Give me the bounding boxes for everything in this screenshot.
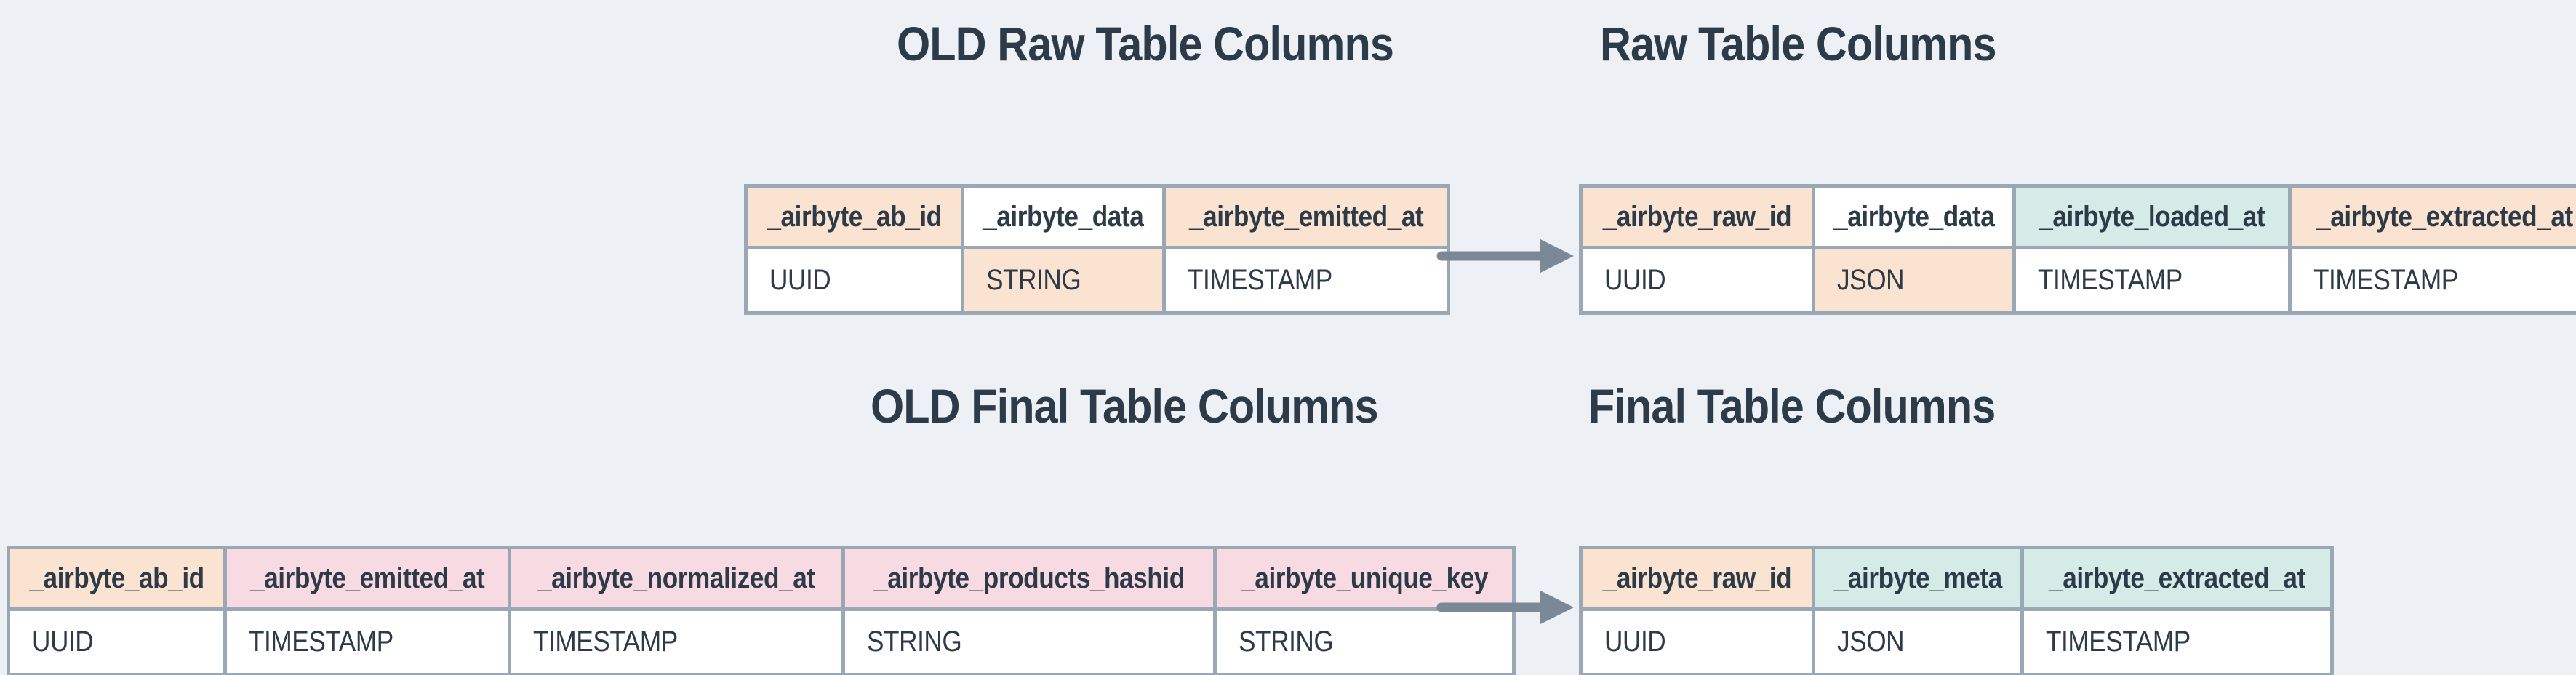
column-header: _airbyte_meta [1811,546,2025,611]
column-header: _airbyte_data [1811,184,2017,249]
column-header: _airbyte_ab_id [6,546,228,611]
column-type-label: STRING [867,626,962,658]
table-type-row: UUID TIMESTAMP TIMESTAMP STRING STRING [6,607,1516,675]
column-type-cell: UUID [743,246,965,315]
column-name-label: _airbyte_raw_id [1602,562,1792,594]
old-raw-table-title: OLD Raw Table Columns [897,17,1394,71]
table-header-row: _airbyte_ab_id _airbyte_emitted_at _airb… [6,546,1516,611]
column-name-label: _airbyte_data [1833,200,1995,233]
column-type-label: UUID [1604,264,1666,296]
column-name-label: _airbyte_loaded_at [2039,200,2265,233]
column-name-label: _airbyte_raw_id [1602,200,1792,233]
column-header: _airbyte_normalized_at [508,546,846,611]
arrow-right-icon [1436,239,1574,273]
column-type-cell: TIMESTAMP [223,607,512,675]
arrow-right-icon [1436,591,1574,624]
column-header: _airbyte_emitted_at [1161,184,1450,249]
column-header: _airbyte_extracted_at [2020,546,2335,611]
column-name-label: _airbyte_data [983,200,1144,233]
column-type-cell: STRING [961,246,1166,315]
raw-table-title: Raw Table Columns [1600,17,1997,71]
column-name-label: _airbyte_unique_key [1241,562,1489,594]
column-type-label: UUID [32,626,94,658]
column-header: _airbyte_extracted_at [2287,184,2576,249]
final-table: _airbyte_raw_id _airbyte_meta _airbyte_e… [1579,546,2335,675]
table-type-row: UUID JSON TIMESTAMP [1579,607,2335,675]
column-name-label: _airbyte_ab_id [29,562,204,594]
table-type-row: UUID STRING TIMESTAMP [743,246,1450,315]
column-type-cell: TIMESTAMP [2020,607,2335,675]
column-type-label: UUID [1604,626,1666,658]
column-type-label: TIMESTAMP [2313,264,2458,296]
column-name-label: _airbyte_emitted_at [250,562,485,594]
column-name-label: _airbyte_meta [1833,562,2002,594]
column-type-cell: TIMESTAMP [508,607,846,675]
column-type-cell: STRING [1212,607,1516,675]
column-type-label: JSON [1836,626,1905,658]
column-type-cell: UUID [1579,607,1815,675]
column-type-cell: JSON [1811,607,2025,675]
old-raw-table: _airbyte_ab_id _airbyte_data _airbyte_em… [743,184,1450,315]
column-type-cell: UUID [1579,246,1815,315]
column-header: _airbyte_emitted_at [223,546,512,611]
column-header: _airbyte_products_hashid [841,546,1217,611]
column-name-label: _airbyte_extracted_at [2316,200,2573,233]
column-name-label: _airbyte_products_hashid [873,562,1185,594]
column-header: _airbyte_data [961,184,1166,249]
column-type-label: UUID [769,264,831,296]
column-name-label: _airbyte_extracted_at [2049,562,2306,594]
column-type-label: JSON [1836,264,1905,296]
column-header: _airbyte_ab_id [743,184,965,249]
table-header-row: _airbyte_ab_id _airbyte_data _airbyte_em… [743,184,1450,249]
column-type-cell: UUID [6,607,228,675]
column-type-label: TIMESTAMP [533,626,679,658]
table-type-row: UUID JSON TIMESTAMP TIMESTAMP [1579,246,2576,315]
column-name-label: _airbyte_normalized_at [537,562,815,594]
column-type-label: TIMESTAMP [1187,264,1332,296]
table-header-row: _airbyte_raw_id _airbyte_meta _airbyte_e… [1579,546,2335,611]
column-type-label: STRING [986,264,1081,296]
column-type-label: TIMESTAMP [2046,626,2191,658]
raw-table: _airbyte_raw_id _airbyte_data _airbyte_l… [1579,184,2576,315]
column-header: _airbyte_raw_id [1579,184,1815,249]
column-type-cell: TIMESTAMP [2012,246,2292,315]
column-name-label: _airbyte_emitted_at [1188,200,1424,233]
column-type-label: STRING [1238,626,1334,658]
column-type-label: TIMESTAMP [249,626,393,658]
column-type-cell: STRING [841,607,1217,675]
final-table-title: Final Table Columns [1588,379,1996,433]
column-type-cell: JSON [1811,246,2017,315]
column-header: _airbyte_unique_key [1212,546,1516,611]
column-name-label: _airbyte_ab_id [767,200,942,233]
column-type-cell: TIMESTAMP [2287,246,2576,315]
column-type-label: TIMESTAMP [2038,264,2183,296]
column-type-cell: TIMESTAMP [1161,246,1450,315]
column-header: _airbyte_raw_id [1579,546,1815,611]
old-final-table: _airbyte_ab_id _airbyte_emitted_at _airb… [6,546,1516,675]
table-header-row: _airbyte_raw_id _airbyte_data _airbyte_l… [1579,184,2576,249]
column-header: _airbyte_loaded_at [2012,184,2292,249]
old-final-table-title: OLD Final Table Columns [871,379,1379,433]
